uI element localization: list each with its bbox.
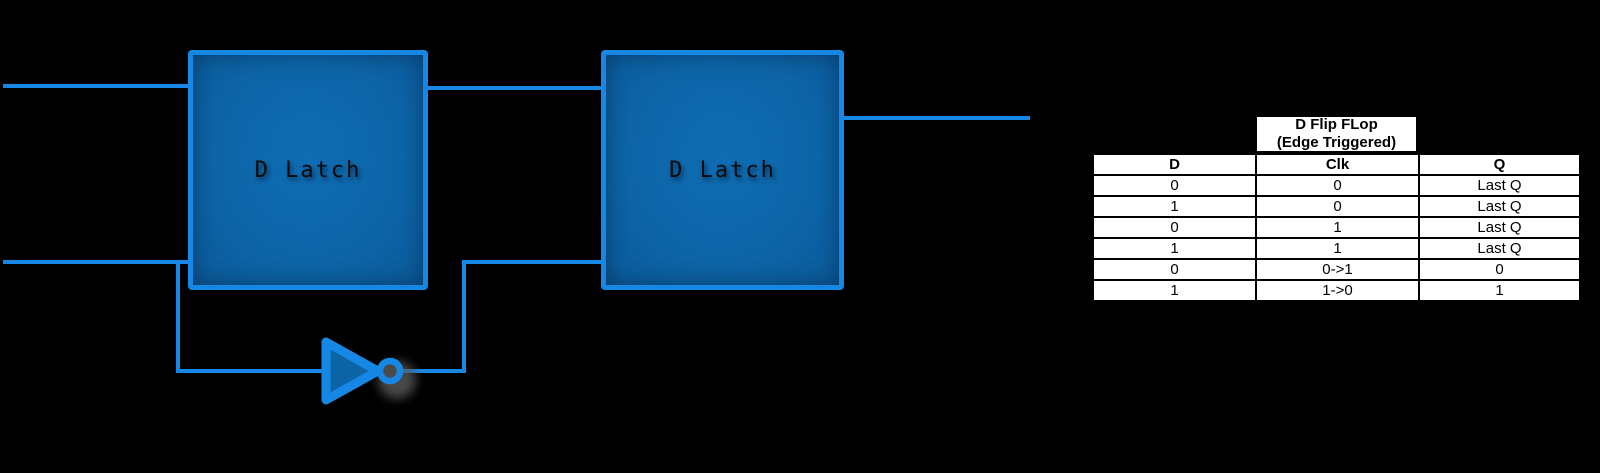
cell-clk: 0->1 bbox=[1255, 258, 1420, 281]
table-row: 1 1->0 1 bbox=[1092, 279, 1581, 302]
cell-q: Last Q bbox=[1418, 195, 1581, 218]
cell-q: Last Q bbox=[1418, 237, 1581, 260]
cell-q: Last Q bbox=[1418, 216, 1581, 239]
table-row: 1 0 Last Q bbox=[1092, 195, 1581, 218]
wire-inverted-clk-to-latch2 bbox=[462, 260, 604, 264]
truth-table-title: D Flip FLop (Edge Triggered) bbox=[1255, 115, 1418, 153]
cell-clk: 1->0 bbox=[1255, 279, 1420, 302]
cell-clk: 0 bbox=[1255, 174, 1420, 197]
table-row: 0 0->1 0 bbox=[1092, 258, 1581, 281]
truth-table-header-row: D Clk Q bbox=[1092, 153, 1581, 176]
cell-clk: 1 bbox=[1255, 216, 1420, 239]
cell-d: 1 bbox=[1092, 279, 1257, 302]
d-latch-2: D Latch bbox=[601, 50, 844, 290]
cell-q: Last Q bbox=[1418, 174, 1581, 197]
inverter-triangle bbox=[321, 337, 383, 405]
table-row: 0 1 Last Q bbox=[1092, 216, 1581, 239]
cell-clk: 0 bbox=[1255, 195, 1420, 218]
cell-clk: 1 bbox=[1255, 237, 1420, 260]
col-header-clk: Clk bbox=[1255, 153, 1420, 176]
cell-d: 0 bbox=[1092, 258, 1257, 281]
wire-d-input bbox=[3, 84, 188, 88]
wire-latch1-to-latch2 bbox=[426, 86, 604, 90]
cell-d: 0 bbox=[1092, 174, 1257, 197]
inverter-bubble bbox=[376, 357, 404, 385]
not-gate-icon bbox=[321, 337, 416, 405]
wire-to-inverter bbox=[176, 369, 326, 373]
truth-table-title-line2: (Edge Triggered) bbox=[1276, 134, 1397, 151]
d-latch-1: D Latch bbox=[188, 50, 428, 290]
cell-d: 1 bbox=[1092, 237, 1257, 260]
col-header-d: D bbox=[1092, 153, 1257, 176]
wire-clk-feedback-down bbox=[176, 260, 180, 373]
cell-q: 0 bbox=[1418, 258, 1581, 281]
col-header-q: Q bbox=[1418, 153, 1581, 176]
d-latch-2-label: D Latch bbox=[669, 157, 776, 183]
wire-inverter-output bbox=[400, 369, 466, 373]
truth-table-title-line1: D Flip FLop bbox=[1295, 116, 1378, 133]
cell-q: 1 bbox=[1418, 279, 1581, 302]
table-row: 1 1 Last Q bbox=[1092, 237, 1581, 260]
wire-q-output bbox=[843, 116, 1030, 120]
truth-table: D Clk Q 0 0 Last Q 1 0 Last Q 0 1 Last Q… bbox=[1092, 153, 1581, 302]
d-latch-1-label: D Latch bbox=[254, 157, 362, 183]
wire-clk-feedback-up bbox=[462, 260, 466, 373]
table-row: 0 0 Last Q bbox=[1092, 174, 1581, 197]
cell-d: 1 bbox=[1092, 195, 1257, 218]
cell-d: 0 bbox=[1092, 216, 1257, 239]
wire-clk-input bbox=[3, 260, 188, 264]
